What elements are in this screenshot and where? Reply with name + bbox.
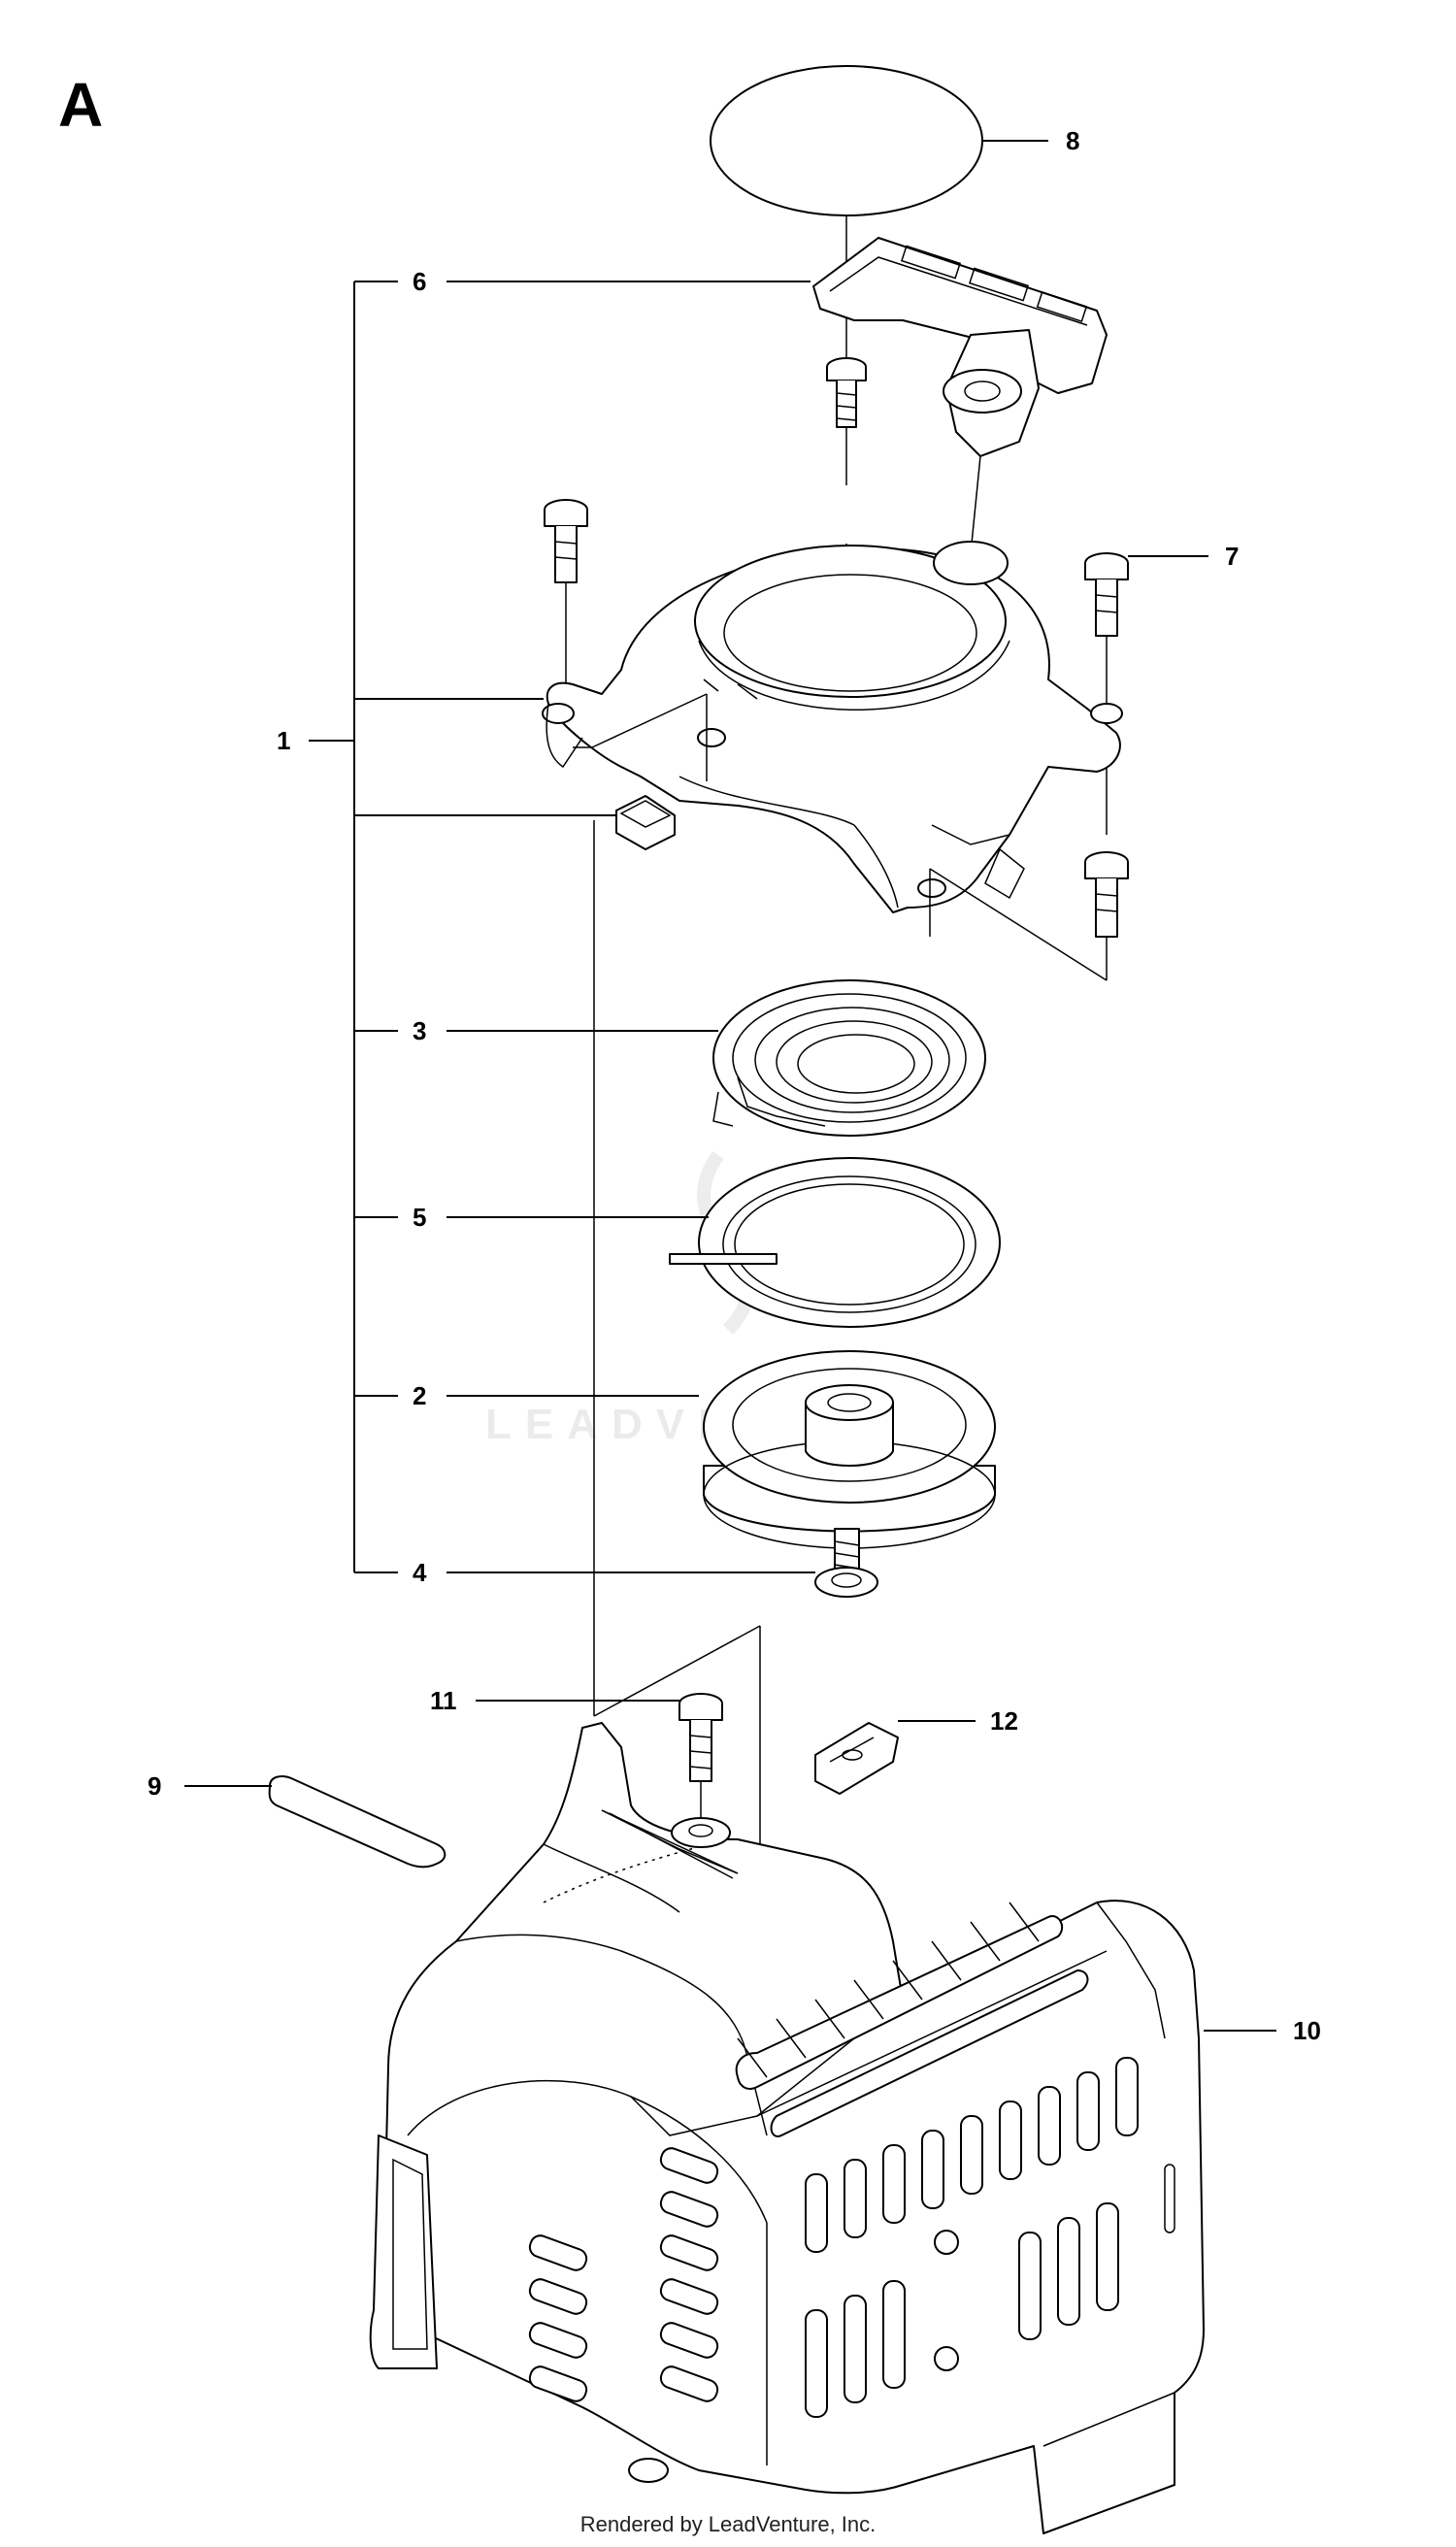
screw-right-lower (1084, 851, 1129, 980)
callout-2: 2 (413, 1381, 426, 1410)
callout-10: 10 (1293, 2016, 1321, 2045)
callout-1: 1 (277, 726, 290, 755)
part-11-screw (678, 1693, 723, 1825)
part-1-starter-housing (542, 541, 1123, 913)
callout-3: 3 (413, 1016, 426, 1045)
callout-12: 12 (990, 1706, 1018, 1736)
footer-credit: Rendered by LeadVenture, Inc. (580, 2512, 877, 2536)
part-12-grommet (814, 1722, 899, 1795)
callout-8: 8 (1066, 126, 1079, 155)
part-8-decal (710, 65, 983, 216)
callout-11: 11 (430, 1686, 457, 1715)
callout-labels: 1 2 3 4 5 6 7 8 9 10 11 12 (148, 126, 1321, 2045)
part-3-recoil-spring (712, 979, 986, 1137)
part-10-engine-cover (369, 1722, 1205, 2534)
screw-top-left (544, 499, 588, 699)
part-2-pulley (703, 1350, 996, 1549)
callout-6: 6 (413, 267, 426, 296)
part-7-screw (1084, 552, 1129, 835)
leader-lines (184, 140, 1276, 2032)
screw-center (826, 357, 867, 428)
part-4-screw (814, 1528, 878, 1598)
part-5-ring (669, 1157, 1001, 1328)
callout-9: 9 (148, 1771, 161, 1801)
callout-7: 7 (1225, 542, 1239, 571)
callout-4: 4 (413, 1558, 427, 1587)
sheet-label: A (58, 70, 103, 140)
callout-5: 5 (413, 1203, 426, 1232)
part-9-label (268, 1775, 447, 1869)
nut (615, 795, 676, 850)
assembly-bracket (309, 281, 616, 1573)
part-6-starter-handle (812, 237, 1108, 554)
